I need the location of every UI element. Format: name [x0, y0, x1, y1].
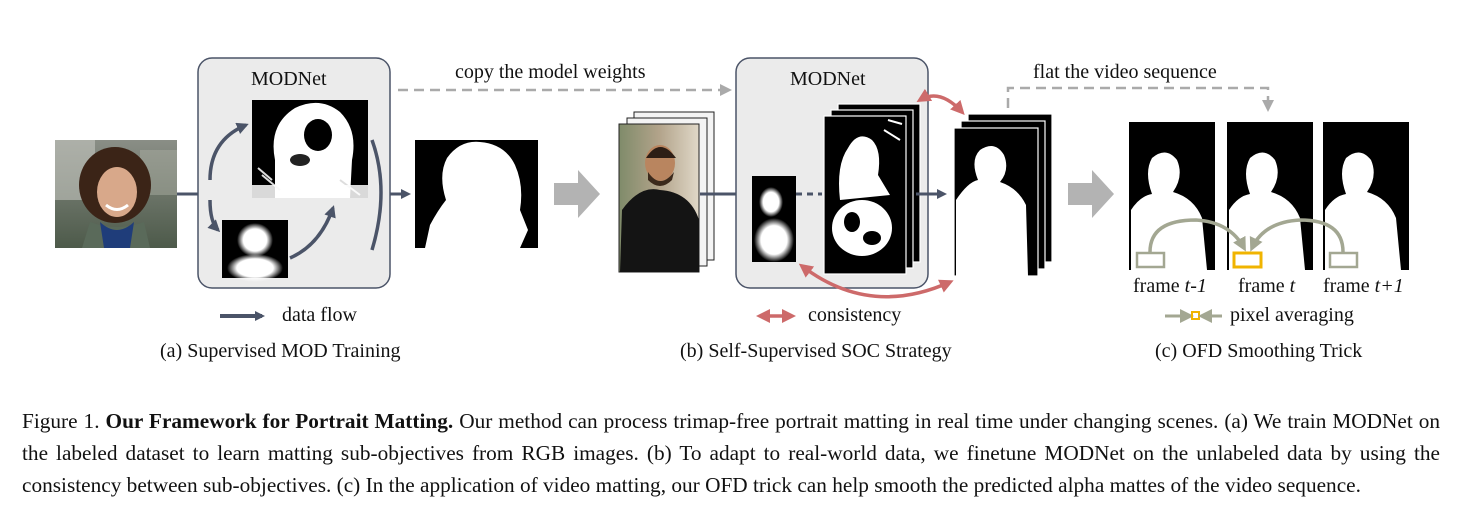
consistency-legend-label: consistency [808, 304, 902, 326]
frame-cur-matte [1227, 122, 1313, 270]
caption-title: Our Framework for Portrait Matting. [105, 409, 454, 433]
flat-video-arrow [1006, 86, 1274, 112]
pixel-box-prev [1135, 251, 1166, 269]
output-matte-stack-b [953, 113, 1053, 277]
modnet-title-a: MODNet [251, 68, 327, 90]
framework-figure [55, 57, 1409, 323]
pixel-box-cur [1232, 251, 1263, 269]
pixel-box-next [1328, 251, 1359, 269]
consistency-arrow-bottom [798, 263, 954, 299]
consistency-arrow-top [916, 88, 965, 115]
caption-label: Figure 1. [22, 409, 100, 433]
data-flow-legend-label: data flow [282, 304, 357, 326]
frame-next-matte [1323, 122, 1409, 270]
frame-prev-matte [1129, 122, 1215, 270]
panel-b-caption: (b) Self-Supervised SOC Strategy [680, 340, 952, 362]
pixel-averaging-label: pixel averaging [1230, 304, 1354, 326]
detail-matte-image [252, 100, 368, 198]
video-frames-input [618, 111, 715, 273]
big-arrow-bc [1068, 170, 1114, 218]
frame-prev-label: frame t-1 [1133, 275, 1207, 297]
averaging-arrow-left [1148, 218, 1246, 253]
frame-cur-label: frame t [1238, 275, 1296, 297]
averaging-arrow-right [1249, 218, 1345, 253]
copy-weights-label: copy the model weights [455, 61, 646, 83]
frame-next-label: frame t+1 [1323, 275, 1404, 297]
pixel-averaging-legend [1165, 309, 1222, 323]
modnet-title-b: MODNet [790, 68, 866, 90]
panel-c-caption: (c) OFD Smoothing Trick [1155, 340, 1363, 362]
semantic-matte-image [222, 220, 288, 282]
figure-caption: Figure 1. Our Framework for Portrait Mat… [22, 405, 1440, 501]
semantic-matte-b [752, 176, 796, 262]
input-portrait-image [55, 140, 177, 248]
panel-a-caption: (a) Supervised MOD Training [160, 340, 401, 362]
detail-matte-stack-b [823, 103, 921, 275]
flat-video-label: flat the video sequence [1033, 61, 1217, 83]
output-matte-a [415, 140, 538, 248]
big-arrow-ab [554, 170, 600, 218]
caption-body: Our method can process trimap-free portr… [22, 409, 1441, 497]
